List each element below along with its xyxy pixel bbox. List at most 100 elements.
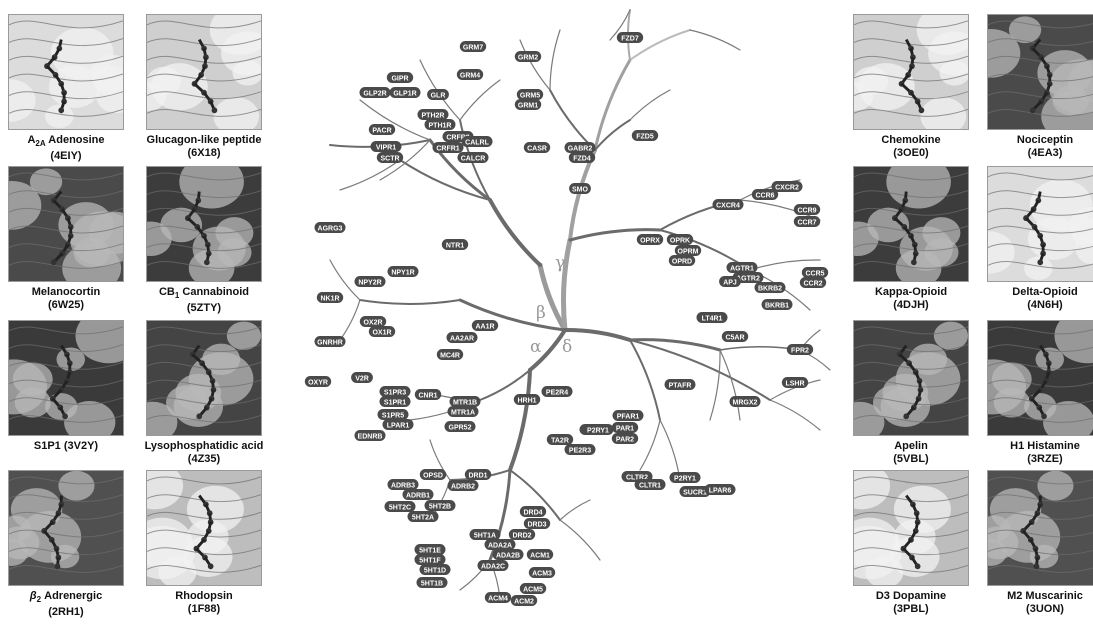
receptor-label-text: PFAR1 bbox=[617, 414, 640, 421]
receptor-label: DRD3 bbox=[524, 518, 550, 529]
pdb-code: (4DJH) bbox=[839, 299, 983, 312]
receptor-label: CALRL bbox=[462, 136, 493, 147]
receptor-label-text: NPY2R bbox=[358, 280, 381, 287]
protein-structure-image bbox=[8, 470, 124, 586]
receptor-label: SCTR bbox=[377, 152, 403, 163]
protein-structure-image bbox=[987, 320, 1093, 436]
panel-caption: Glucagon-like peptide(6X18) bbox=[132, 134, 276, 160]
panel-caption: M2 Muscarinic(3UON) bbox=[973, 590, 1093, 616]
receptor-label-text: TA2R bbox=[551, 438, 569, 445]
receptor-label: DRD2 bbox=[509, 529, 535, 540]
receptor-label: C5AR bbox=[722, 331, 748, 342]
receptor-label: 5HT1D bbox=[420, 564, 451, 575]
protein-structure-image bbox=[987, 166, 1093, 282]
right-panel-4: Delta-Opioid(4N6H) bbox=[987, 166, 1093, 316]
receptor-name: S1P1 (3V2Y) bbox=[0, 440, 138, 453]
receptor-label-text: 5HT1F bbox=[419, 558, 441, 565]
left-panel-3: Melanocortin(6W25) bbox=[8, 166, 124, 316]
receptor-label: CLTR1 bbox=[635, 479, 666, 490]
receptor-label-text: CASR bbox=[527, 146, 547, 153]
receptor-label: AA1R bbox=[472, 320, 498, 331]
receptor-label-text: ADRB2 bbox=[451, 484, 475, 491]
receptor-name: M2 Muscarinic bbox=[973, 590, 1093, 603]
receptor-name-text: Rhodopsin bbox=[175, 590, 232, 602]
receptor-label-text: LPAR6 bbox=[709, 488, 732, 495]
receptor-label: ACM2 bbox=[511, 595, 537, 606]
receptor-name-rest: Cannabinoid bbox=[179, 286, 249, 298]
receptor-label-text: CALRL bbox=[465, 140, 489, 147]
receptor-label: S1PR1 bbox=[380, 396, 411, 407]
receptor-label: SMO bbox=[569, 183, 591, 194]
receptor-label-text: GLP1R bbox=[393, 91, 416, 98]
panel-caption: CB1 Cannabinoid(5ZTY) bbox=[132, 286, 276, 315]
receptor-label-text: DRD3 bbox=[527, 522, 546, 529]
protein-structure-image bbox=[853, 14, 969, 130]
receptor-label: TA2R bbox=[547, 434, 573, 445]
receptor-label-text: GRM4 bbox=[460, 73, 480, 80]
panel-caption: Lysophosphatidic acid(4Z35) bbox=[132, 440, 276, 466]
receptor-name-text: β bbox=[30, 590, 37, 602]
receptor-label-text: CRFR1 bbox=[436, 146, 459, 153]
receptor-label-text: DRD4 bbox=[523, 510, 542, 517]
receptor-name-text: H1 Histamine bbox=[1010, 440, 1080, 452]
receptor-name: CB1 Cannabinoid bbox=[132, 286, 276, 302]
receptor-name-subscript: 2A bbox=[35, 139, 45, 148]
pdb-code: (6X18) bbox=[132, 147, 276, 160]
left-panel-8: Rhodopsin(1F88) bbox=[146, 470, 262, 620]
receptor-label-text: S1PR1 bbox=[384, 400, 406, 407]
receptor-label: BKRB1 bbox=[762, 299, 793, 310]
pdb-code: (4N6H) bbox=[973, 299, 1093, 312]
receptor-label: AGTR1 bbox=[727, 262, 758, 273]
receptor-label: CCR9 bbox=[794, 204, 820, 215]
receptor-label: GLR bbox=[427, 89, 449, 100]
receptor-name: Delta-Opioid bbox=[973, 286, 1093, 299]
receptor-label: AA2AR bbox=[447, 332, 478, 343]
subfamily-letter: γ bbox=[555, 253, 565, 273]
tree-branch bbox=[595, 60, 630, 150]
receptor-label-text: NTR1 bbox=[446, 243, 464, 250]
receptor-label-text: 5HT1E bbox=[419, 548, 441, 555]
panel-caption: D3 Dopamine(3PBL) bbox=[839, 590, 983, 616]
receptor-label-text: OX1R bbox=[372, 330, 391, 337]
pdb-code: (5ZTY) bbox=[132, 302, 276, 315]
receptor-label: GIPR bbox=[387, 72, 413, 83]
protein-structure-image bbox=[146, 14, 262, 130]
panel-caption: Kappa-Opioid(4DJH) bbox=[839, 286, 983, 312]
tree-branch bbox=[520, 40, 550, 90]
receptor-name: Chemokine bbox=[839, 134, 983, 147]
receptor-label-text: P2RY1 bbox=[674, 476, 696, 483]
receptor-label-text: BKRB1 bbox=[765, 303, 789, 310]
receptor-label-text: S1PR5 bbox=[382, 413, 404, 420]
receptor-label-text: ADRB1 bbox=[406, 493, 430, 500]
receptor-label-text: CCR9 bbox=[797, 208, 816, 215]
subfamily-letter: β bbox=[536, 303, 546, 323]
receptor-label: AGRG3 bbox=[315, 222, 346, 233]
receptor-label: ADRB2 bbox=[448, 480, 479, 491]
receptor-name: A2A Adenosine bbox=[0, 134, 138, 150]
protein-structure-image bbox=[146, 320, 262, 436]
panel-caption: Chemokine(3OE0) bbox=[839, 134, 983, 160]
receptor-name: Lysophosphatidic acid bbox=[132, 440, 276, 453]
receptor-label: PTH2R bbox=[418, 109, 449, 120]
receptor-label-text: GIPR bbox=[391, 76, 408, 83]
receptor-label-text: AA2AR bbox=[450, 336, 474, 343]
right-panel-2: Nociceptin(4EA3) bbox=[987, 14, 1093, 164]
receptor-label-text: 5HT1A bbox=[474, 533, 496, 540]
receptor-label: CCR2 bbox=[800, 277, 826, 288]
receptor-label: BKRB2 bbox=[755, 282, 786, 293]
receptor-label: OPRK bbox=[667, 234, 693, 245]
receptor-name-text: Delta-Opioid bbox=[1012, 286, 1077, 298]
receptor-label: PTH1R bbox=[425, 119, 456, 130]
receptor-label: OPRD bbox=[669, 255, 695, 266]
receptor-label: GPR52 bbox=[445, 421, 476, 432]
receptor-label-text: OPRK bbox=[670, 238, 690, 245]
receptor-name-text: Apelin bbox=[894, 440, 928, 452]
pdb-code: (6W25) bbox=[0, 299, 138, 312]
receptor-label: CASR bbox=[524, 142, 550, 153]
receptor-label-text: AGRG3 bbox=[318, 226, 343, 233]
receptor-name: Melanocortin bbox=[0, 286, 138, 299]
receptor-label-text: CXCR4 bbox=[716, 203, 740, 210]
receptor-label: OPRX bbox=[637, 234, 663, 245]
tree-branch bbox=[630, 90, 670, 120]
